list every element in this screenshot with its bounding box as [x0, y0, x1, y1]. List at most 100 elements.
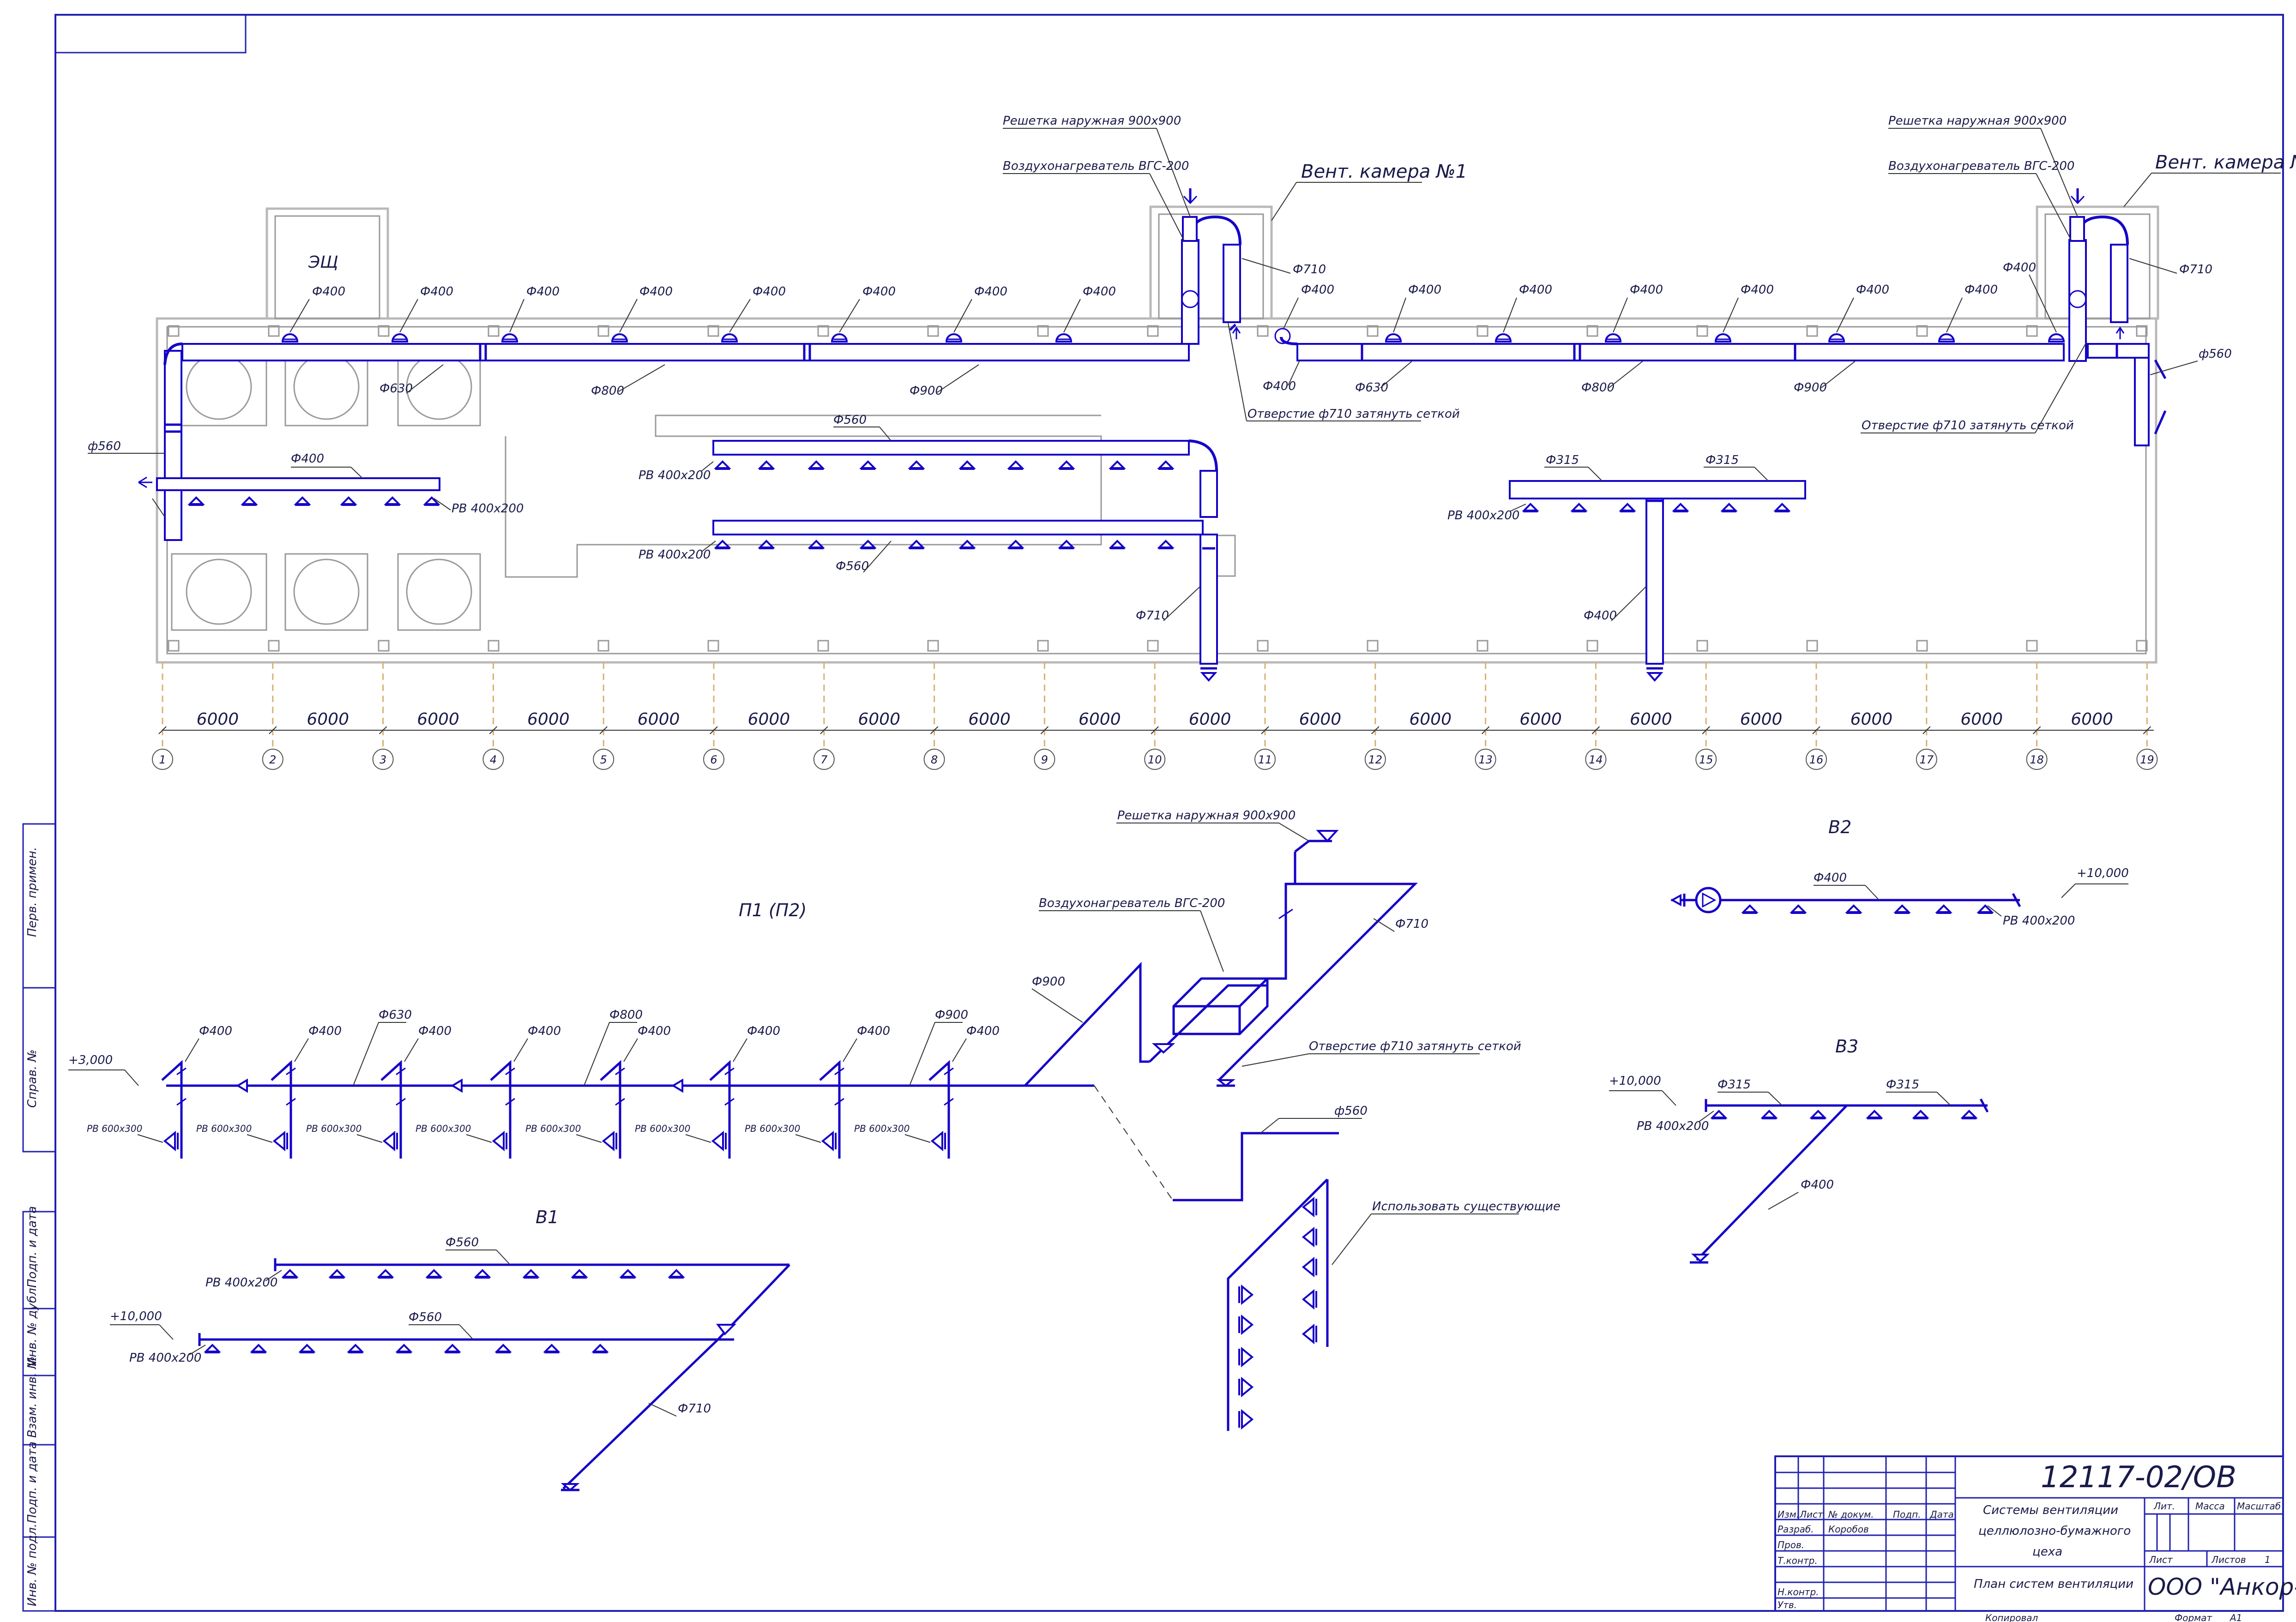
title-line-2: целлюлозно-бумажного [1978, 1524, 2131, 1538]
p1-rv-label: РВ 600х300 [196, 1123, 252, 1134]
left-riser [164, 350, 182, 541]
lbl-rv-315: РВ 400х200 [1447, 509, 1519, 523]
lit-label: Лит. [2153, 1501, 2175, 1512]
p1-riser [928, 1060, 950, 1086]
p1-710-duct [1218, 883, 1418, 1081]
p1-side-grille [931, 1132, 946, 1150]
axis-bubble [1585, 749, 1607, 770]
axis-bubble [593, 749, 615, 770]
firm-name: ООО "Анкор-НН" [2148, 1574, 2296, 1600]
lbl-400-d: Ф400 [639, 285, 673, 299]
list-label: Лист [2149, 1554, 2173, 1565]
axis-label: 18 [2030, 753, 2044, 766]
title-block: 12117-02/ОВ Системы вентиляции целлюлозн… [1774, 1455, 2296, 1622]
dimension-6000: 6000 [1079, 710, 1121, 729]
lbl-400-ch1: Ф400 [1301, 283, 1334, 297]
p1-rv-label: РВ 600х300 [854, 1123, 910, 1134]
p1-riser [490, 1060, 512, 1086]
axis-label: 15 [1699, 753, 1713, 766]
p1-heater [1172, 977, 1269, 1035]
lbl-400-r2: Ф400 [1519, 283, 1552, 297]
branch-560-upper [712, 440, 1190, 456]
branch-560-lower [712, 520, 1204, 535]
p1-opening-note: Отверстие ф710 затянуть сеткой [1309, 1039, 1521, 1053]
axis-bubble [2026, 749, 2048, 770]
axis-bubble [923, 749, 945, 770]
kopiroval-label: Копировал [1985, 1612, 2038, 1622]
p1-drops [161, 1060, 954, 1159]
axis-label: 2 [269, 753, 276, 766]
p1-400-label: Ф400 [747, 1024, 780, 1038]
chamber-1-label: Вент. камера №1 [1301, 161, 1467, 182]
side-label-vzam: Взам. инв. № [25, 1356, 39, 1438]
title-line-3: цеха [2032, 1545, 2062, 1559]
p1-side-grille [493, 1132, 507, 1150]
corner-stamp [54, 14, 247, 54]
p1-rv-label: РВ 600х300 [306, 1123, 362, 1134]
dimension-6000: 6000 [1299, 710, 1342, 729]
lbl-560-right: ф560 [2199, 347, 2232, 361]
lbl-560-lower: Ф560 [836, 559, 869, 573]
masshtab-label: Масштаб [2237, 1501, 2281, 1512]
drop-400 [1645, 498, 1664, 665]
p1-400-label: Ф400 [528, 1024, 561, 1038]
heater-note-2: Воздухонагреватель ВГС-200 [1888, 159, 2074, 173]
b3-rv-label: РВ 400х200 [1637, 1119, 1709, 1133]
b1-710-label: Ф710 [678, 1402, 711, 1416]
p1-400-label: Ф400 [638, 1024, 671, 1038]
duct-run-2 [1296, 343, 2065, 361]
row-razrab: Разраб. [1778, 1524, 1814, 1535]
axis-bubble [1695, 749, 1717, 770]
axis-label: 7 [820, 753, 828, 766]
dimension-6000: 6000 [527, 710, 570, 729]
p1-side-grille [273, 1132, 288, 1150]
axis-bubble [813, 749, 835, 770]
p1-400-label: Ф400 [857, 1024, 890, 1038]
outer-frame [54, 14, 2284, 1612]
dimension-6000: 6000 [1409, 710, 1452, 729]
p1-560-duct [1173, 1132, 1339, 1201]
vent-chamber-2-room [2036, 205, 2159, 320]
lbl-400-r4: Ф400 [1741, 283, 1774, 297]
b3-315-b: Ф315 [1886, 1078, 1919, 1092]
row-utv: Утв. [1778, 1599, 1797, 1610]
listov-label: Листов [2211, 1554, 2246, 1565]
lbl-630-b: Ф630 [1355, 381, 1388, 395]
axis-bubble [482, 749, 504, 770]
dimension-6000: 6000 [307, 710, 349, 729]
p1-riser [819, 1060, 841, 1086]
branch-315 [1509, 480, 1806, 682]
lbl-315-a: Ф315 [1546, 453, 1579, 467]
b1-level: +10,000 [110, 1310, 162, 1323]
axis-bubble [703, 749, 724, 770]
axis-label: 17 [1920, 753, 1934, 766]
b1-560-lower-label: Ф560 [409, 1310, 442, 1324]
developer-name: Коробов [1828, 1524, 1869, 1535]
p1-400-label: Ф400 [308, 1024, 342, 1038]
sheet-frame [54, 14, 2284, 1612]
col-podp: Подп. [1893, 1509, 1921, 1520]
p1-900-label-a: Ф900 [1032, 975, 1065, 989]
axis-label: 13 [1478, 753, 1493, 766]
row-nkontr: Н.контр. [1778, 1586, 1819, 1598]
b2-title: В2 [1828, 817, 1851, 837]
axis-bubble [1806, 749, 1827, 770]
lbl-400-f: Ф400 [862, 285, 896, 299]
title-line-1: Системы вентиляции [1983, 1503, 2118, 1517]
drawing-code: 12117-02/ОВ [2041, 1460, 2236, 1495]
side-label-sprav: Справ. № [25, 1050, 39, 1108]
dimension-6000: 6000 [1630, 710, 1672, 729]
lbl-400-a: Ф400 [312, 285, 345, 299]
grille-note-1: Решетка наружная 900х900 [1003, 114, 1181, 128]
listov-value: 1 [2265, 1554, 2271, 1565]
branch-rv-left [156, 477, 440, 491]
electrical-room-label: ЭЩ [308, 253, 338, 272]
branch-315-duct [1509, 480, 1806, 499]
central-branches [712, 439, 1218, 682]
axis-bubble [262, 749, 283, 770]
opening-note-1: Отверстие ф710 затянуть сеткой [1247, 407, 1460, 421]
p1-trunk-label: Ф900 [935, 1008, 968, 1022]
b1-rv-upper: РВ 400х200 [205, 1276, 277, 1290]
side-label-podp2: Подп. и дата [25, 1442, 39, 1523]
